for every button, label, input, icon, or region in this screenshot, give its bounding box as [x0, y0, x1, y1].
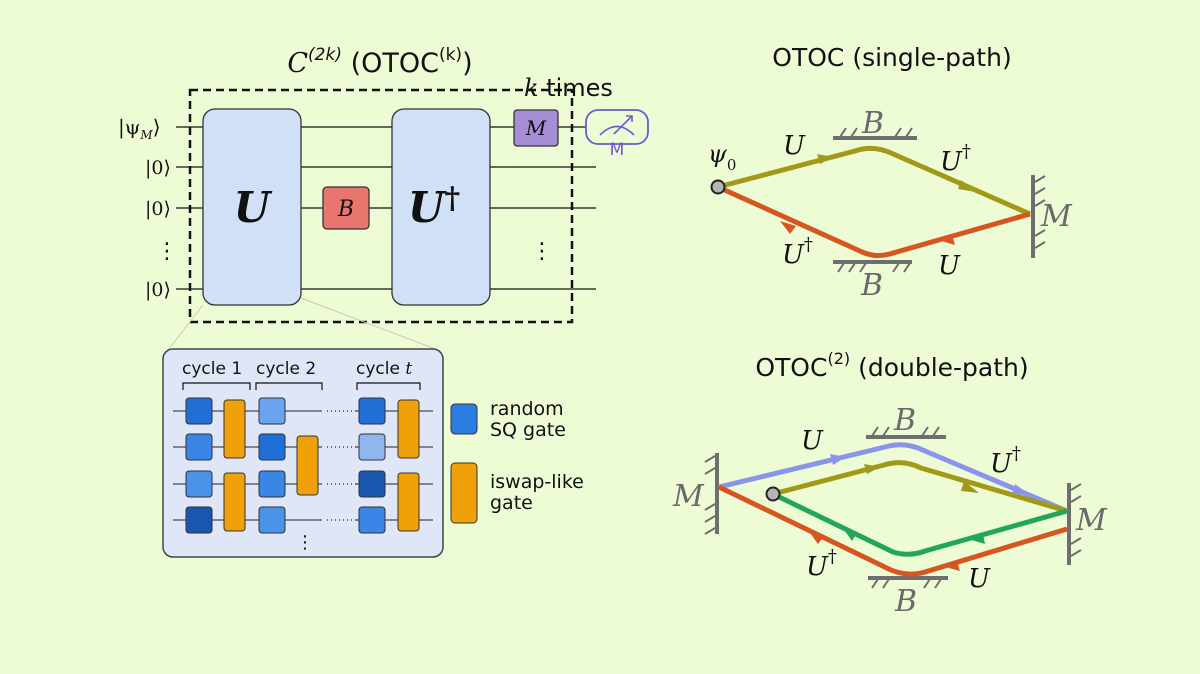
double-m-right-label: M — [1075, 503, 1108, 538]
cycle-brackets — [182, 382, 421, 390]
sq-gate — [358, 433, 386, 461]
k-times-label: k times — [524, 74, 613, 102]
inset-vdots: ⋮ — [296, 532, 314, 553]
double-blue-path — [718, 442, 1068, 514]
double-b-top-label: B — [893, 403, 916, 438]
arrow-forward-u — [817, 154, 833, 164]
arrow-forward-udag — [958, 180, 976, 192]
double-path-diagram: OTOC(2) (double-path) B B M — [672, 349, 1108, 619]
sq-gate — [258, 470, 286, 498]
sq-gate — [185, 506, 213, 534]
double-wall-b-bottom — [868, 576, 948, 589]
arrow-backward-u — [938, 235, 955, 245]
double-wall-m-left — [704, 453, 719, 535]
u-block — [202, 108, 302, 306]
single-b-top-label: B — [861, 106, 884, 141]
double-title: OTOC(2) (double-path) — [755, 349, 1028, 382]
double-arrow-green-2 — [842, 527, 857, 541]
wall-b-bottom — [833, 260, 912, 273]
double-wall-b-top — [866, 426, 946, 439]
iswap-gate — [223, 472, 246, 532]
double-u-top-label: U — [801, 426, 824, 456]
u-block-label: U — [234, 183, 273, 232]
single-backward-path — [716, 184, 1031, 259]
double-arrow-blue-2 — [1012, 484, 1030, 495]
double-green-path — [771, 491, 1068, 557]
single-udag-top-label: U† — [940, 141, 971, 177]
sq-gate — [185, 470, 213, 498]
legend-sq-line2: SQ gate — [490, 419, 566, 441]
iswap-gate — [397, 399, 420, 459]
double-olive-path — [772, 460, 1068, 514]
wall-m-right — [1031, 175, 1046, 258]
wire-label-psi: |ψM⟩ — [118, 115, 161, 142]
single-udag-bottom-label: U† — [782, 234, 813, 270]
wire-label-0-a: |0⟩ — [145, 157, 171, 179]
sq-gate — [358, 506, 386, 534]
circuit-title: C(2k) (OTOC(k)) — [287, 45, 472, 79]
double-arrow-orange-2 — [808, 530, 824, 544]
sq-gate — [185, 397, 213, 425]
sq-gate — [258, 433, 286, 461]
legend-iswap-swatch — [450, 462, 478, 524]
sq-gate — [258, 506, 286, 534]
b-gate-label: B — [337, 197, 354, 222]
udag-block-label: U† — [408, 181, 460, 232]
repeat-box — [188, 88, 574, 324]
m-gate-label: M — [525, 116, 547, 140]
cycle1-label: cycle 1 — [182, 359, 242, 379]
single-u-bottom-label: U — [938, 251, 961, 281]
iswap-gate — [296, 435, 319, 496]
circuit-panel: C(2k) (OTOC(k)) k times |ψM⟩ |0⟩ |0⟩ ⋮ |… — [118, 45, 649, 324]
psi0-start-node — [710, 179, 726, 195]
arrow-backward-udag — [780, 221, 796, 234]
legend-iswap-line2: gate — [490, 492, 533, 514]
udag-block — [391, 108, 491, 306]
sq-gate — [358, 470, 386, 498]
wall-b-top — [833, 127, 917, 140]
double-arrow-blue-1 — [830, 454, 846, 465]
iswap-gate — [223, 399, 246, 459]
b-gate — [322, 186, 370, 230]
double-orange-path — [717, 484, 1068, 577]
double-b-bottom-label: B — [894, 584, 917, 619]
single-path-diagram: OTOC (single-path) B B — [708, 43, 1073, 303]
double-arrow-olive-2 — [961, 481, 979, 493]
single-psi-label: ψ0 — [708, 140, 736, 174]
cycle-inset: cycle 1 cycle 2 cycle t ⋮ random SQ gate… — [162, 348, 584, 558]
single-m-label: M — [1040, 199, 1073, 234]
wire-vdots-right: ⋮ — [531, 239, 553, 264]
measurement-meter-icon: M — [585, 109, 649, 160]
inset-gates — [185, 397, 420, 534]
sq-gate — [358, 397, 386, 425]
sq-gate — [258, 397, 286, 425]
cycle2-label: cycle 2 — [256, 359, 316, 379]
single-b-bottom-label: B — [860, 268, 883, 303]
double-udag-bottom-label: U† — [806, 546, 837, 582]
wire-vdots-left: ⋮ — [156, 239, 178, 264]
wire-label-0-c: |0⟩ — [145, 279, 171, 301]
legend-sq-swatch — [450, 403, 478, 435]
double-wall-m-right — [1067, 483, 1082, 565]
double-arrow-orange-1 — [942, 561, 960, 571]
double-u-bottom-label: U — [968, 564, 991, 594]
single-forward-path — [717, 145, 1032, 217]
m-gate — [513, 109, 559, 147]
double-m-left-label: M — [672, 479, 705, 514]
double-arrow-green-1 — [968, 534, 985, 544]
double-start-node — [765, 486, 781, 502]
sq-gate — [185, 433, 213, 461]
cyclet-label: cycle t — [356, 359, 412, 379]
iswap-gate — [397, 472, 420, 532]
double-udag-top-label: U† — [990, 443, 1021, 479]
single-title: OTOC (single-path) — [772, 43, 1011, 72]
wire-label-0-b: |0⟩ — [145, 198, 171, 220]
legend-iswap-line1: iswap-like — [490, 471, 584, 493]
inset-connector — [167, 297, 439, 351]
legend-sq-line1: random — [490, 398, 564, 420]
single-u-top-label: U — [783, 131, 806, 161]
double-arrow-olive-1 — [864, 464, 880, 474]
svg-text:M: M — [610, 140, 625, 160]
